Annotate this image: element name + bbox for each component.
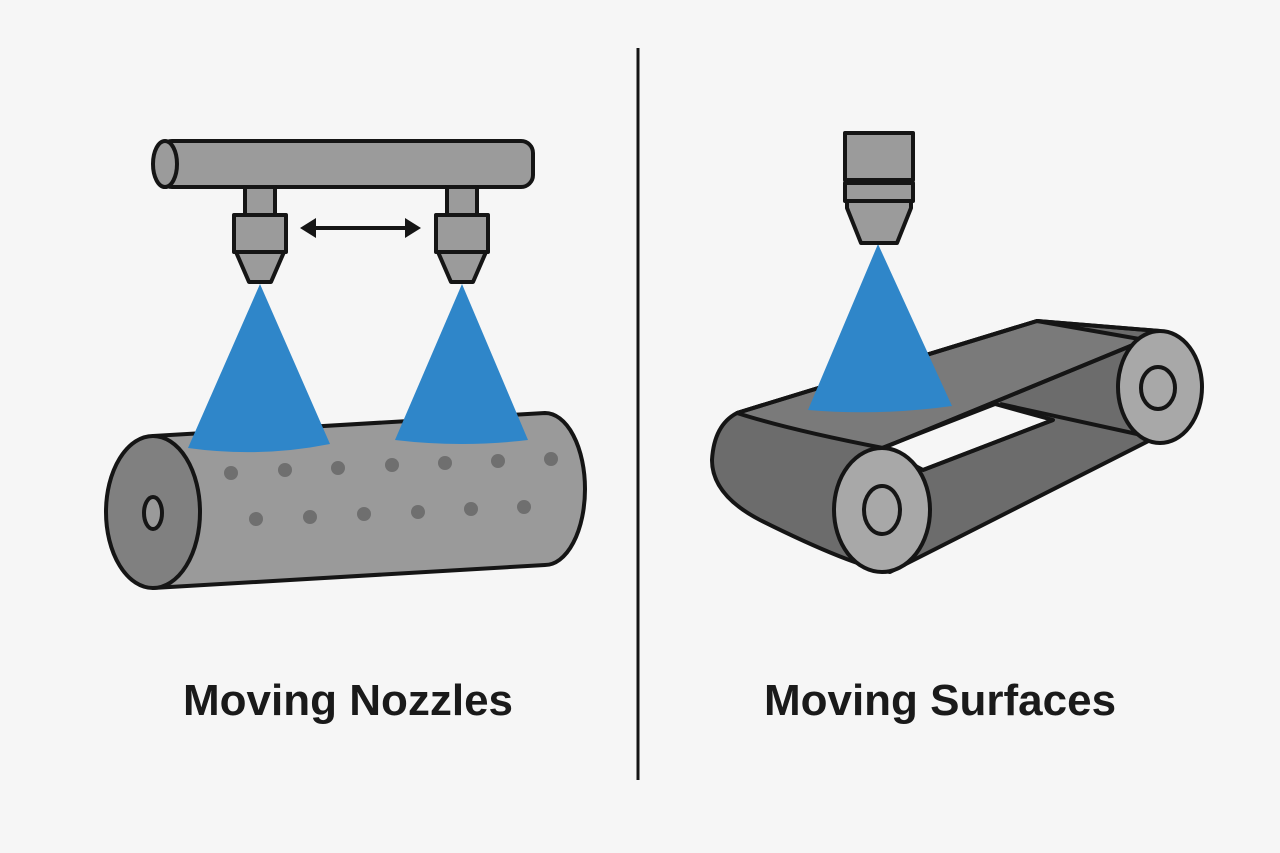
cylinder-dots [224,452,558,526]
spray-bar-pipe [151,139,535,189]
label-moving-nozzles: Moving Nozzles [182,676,514,725]
label-moving-surfaces: Moving Surfaces [763,676,1117,725]
nozzle-right [434,185,490,284]
spray-cone-right [395,284,528,444]
spray-cone-left [188,284,330,453]
fixed-nozzle [843,131,915,245]
rotating-cylinder [104,411,587,590]
conveyor-belt [710,319,1204,574]
double-arrow-icon [300,218,421,238]
nozzle-left [232,185,288,284]
spray-cone-surface [808,244,952,413]
back-roller [1116,329,1204,445]
front-roller [832,446,932,574]
